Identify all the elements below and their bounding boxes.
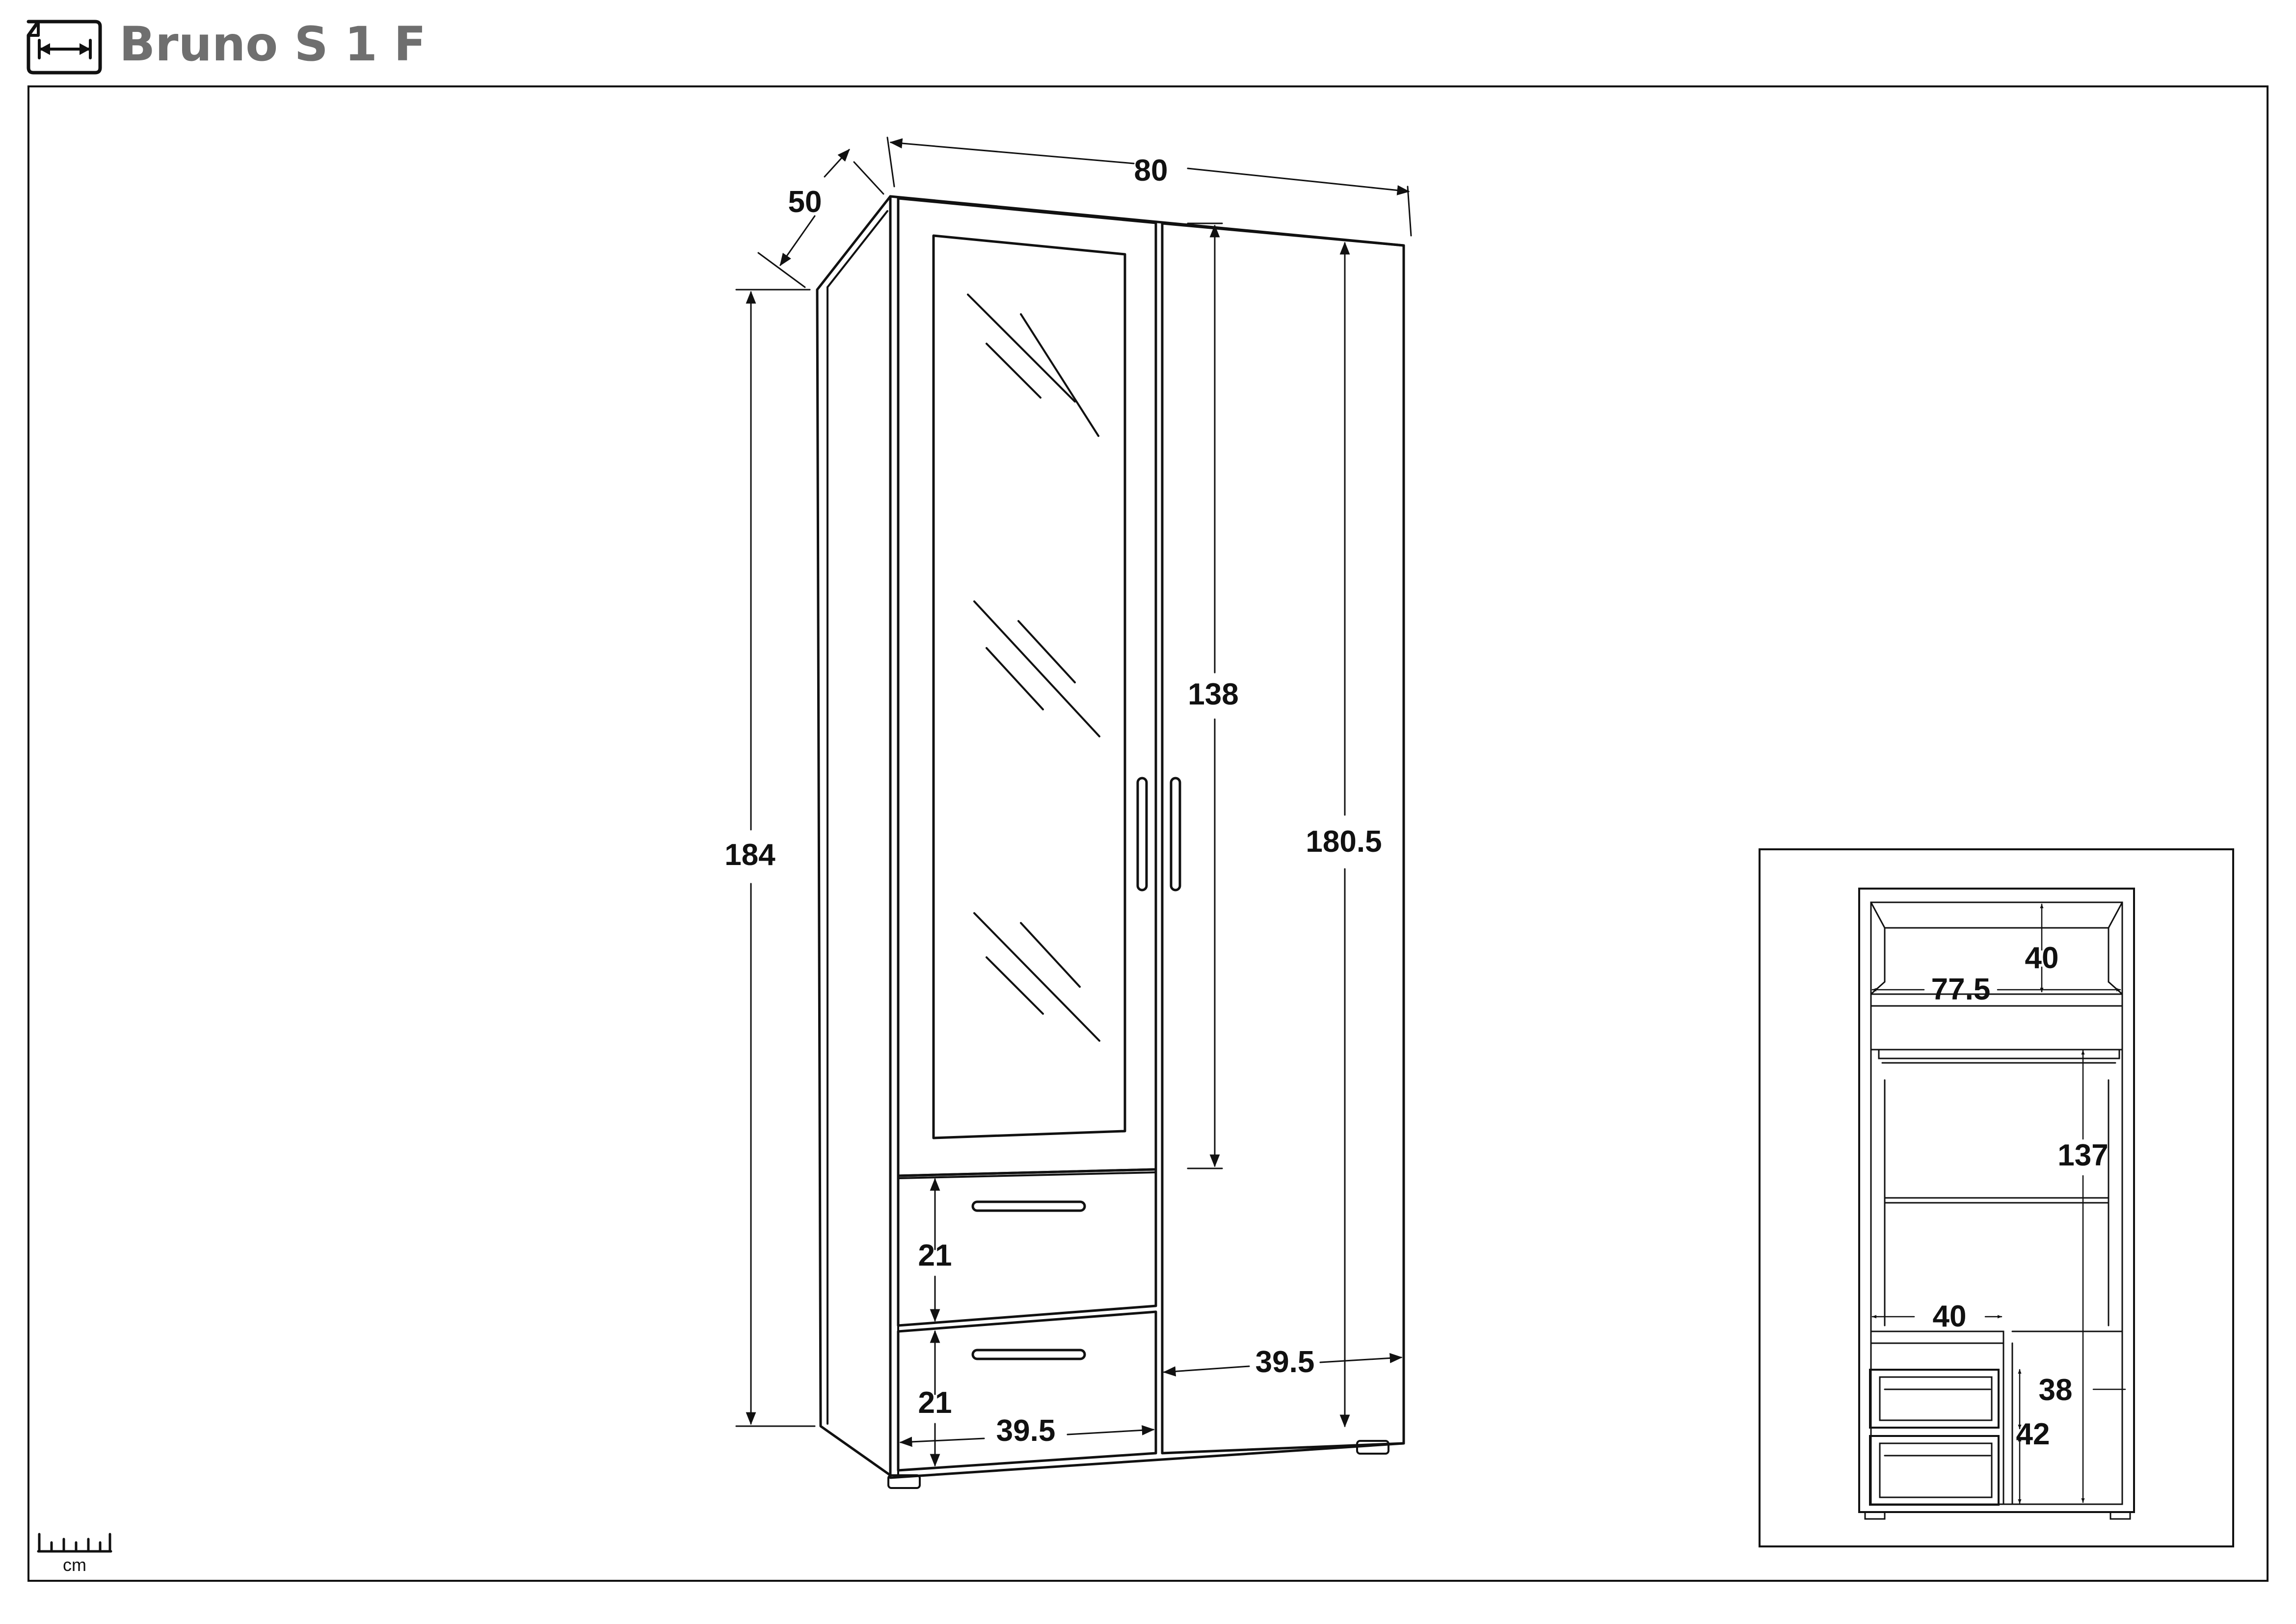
wardrobe-main-view <box>816 195 1405 1489</box>
scale-ruler-icon <box>37 1533 112 1553</box>
dimensions-icon <box>27 20 102 75</box>
interior-drawer-one <box>1869 1369 2000 1429</box>
mirror-panel <box>932 234 1126 1139</box>
interior-lower-shelf <box>1870 1330 2004 1344</box>
interior-view-frame <box>1759 848 2234 1547</box>
dim-right-door-width: 39.5 <box>1255 1345 1315 1379</box>
dim-right-door-height: 180.5 <box>1306 825 1382 859</box>
dim-interior-width: 77.5 <box>1931 973 1991 1006</box>
drawer-bottom <box>897 1310 1157 1472</box>
dim-drawer-width: 39.5 <box>996 1414 1056 1448</box>
right-door-handle <box>1170 777 1181 892</box>
foot-right <box>1356 1440 1389 1455</box>
dim-interior-hanging-height: 137 <box>2057 1138 2108 1172</box>
dim-width: 80 <box>1134 154 1168 188</box>
dim-drawer-bottom-height: 21 <box>918 1386 952 1420</box>
dim-drawer-top-height: 21 <box>918 1239 952 1272</box>
interior-carcass <box>1858 888 2135 1513</box>
dim-interior-lower-shelf: 40 <box>1933 1299 1967 1333</box>
dim-interior-drawer-one: 38 <box>2039 1373 2073 1407</box>
dim-total-height: 184 <box>724 838 775 872</box>
drawer-top-handle <box>971 1200 1086 1212</box>
mirror-door <box>897 197 1157 1177</box>
interior-drawer-two <box>1869 1435 2000 1506</box>
interior-dimension-lines <box>1871 903 2126 1504</box>
dim-depth: 50 <box>788 185 822 219</box>
interior-top-shelf <box>1870 993 2123 1007</box>
scale-unit-label: cm <box>63 1555 86 1575</box>
drawer-bottom-handle <box>971 1349 1086 1360</box>
mirror-reflection-marks <box>967 294 1100 1042</box>
left-door-handle <box>1136 777 1148 892</box>
drawing-frame <box>27 85 2269 1582</box>
drawer-top <box>897 1168 1157 1327</box>
dim-interior-drawer-two: 42 <box>2016 1417 2050 1451</box>
dim-interior-top-shelf: 40 <box>2025 941 2059 975</box>
foot-left <box>887 1474 921 1489</box>
right-door <box>1161 222 1405 1455</box>
main-dimension-lines <box>735 136 1412 1467</box>
interior-view <box>1759 848 2234 1547</box>
page-title: Bruno S 1 F <box>119 17 426 72</box>
dim-mirror-door-height: 138 <box>1188 677 1238 711</box>
